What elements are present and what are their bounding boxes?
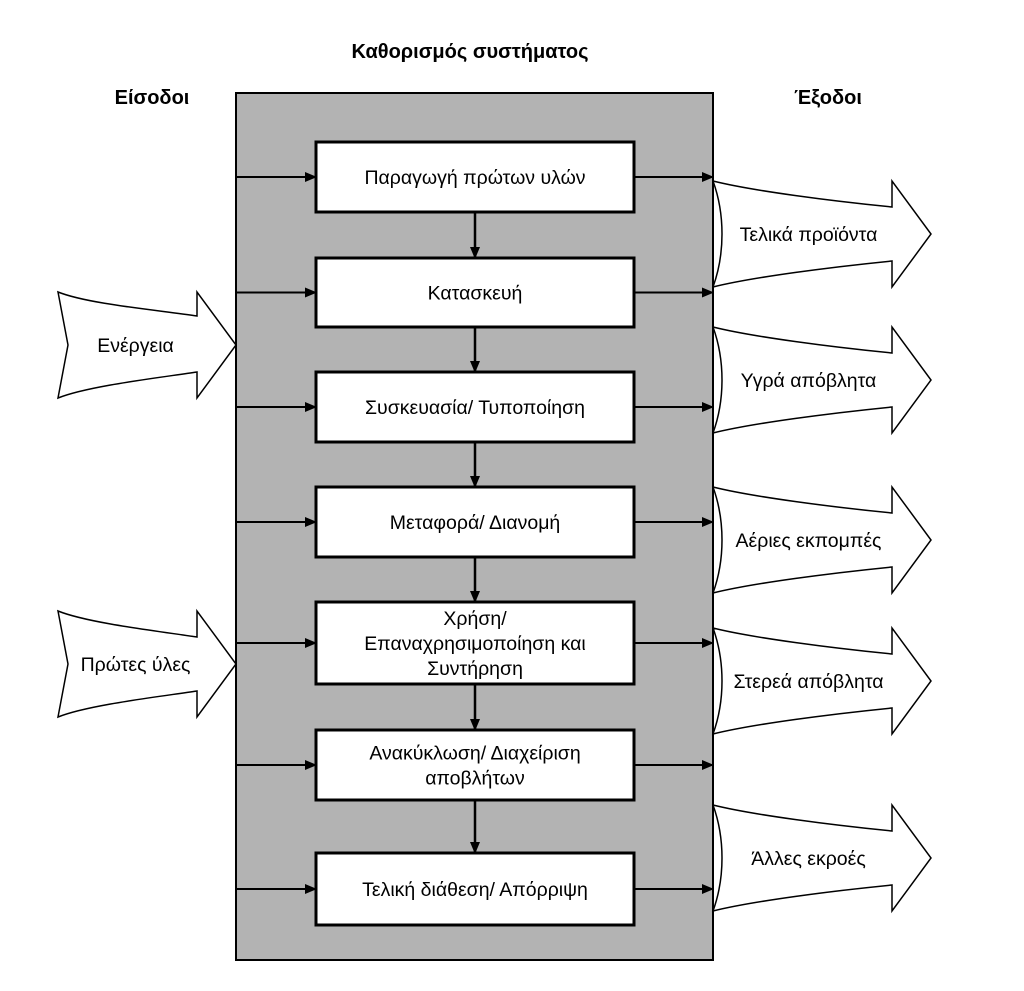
output-arrow-2: Υγρά απόβλητα [711, 324, 932, 436]
input-arrow-2: Πρώτες ύλες [57, 608, 237, 720]
output-arrow-shape [711, 802, 932, 914]
stage-box [314, 140, 636, 214]
input-arrow-shape [57, 289, 237, 401]
output-arrow-1: Τελικά προϊόντα [711, 178, 932, 290]
stage-label: Τελική διάθεση/ Απόρριψη [362, 879, 588, 901]
stage-label: Συσκευασία/ Τυποποίηση [365, 397, 585, 419]
stage-2: Κατασκευή [314, 256, 636, 329]
stage-box [314, 851, 636, 927]
output-arrow-label: Υγρά απόβλητα [741, 370, 877, 392]
input-arrow-shape [57, 608, 237, 720]
stage-4: Μεταφορά/ Διανομή [314, 485, 636, 559]
outputs-heading: Έξοδοι [794, 87, 862, 109]
stage-label: Συντήρηση [427, 658, 523, 680]
stage-label: Παραγωγή πρώτων υλών [364, 167, 585, 189]
output-arrow-label: Τελικά προϊόντα [740, 224, 878, 246]
stage-box [314, 370, 636, 444]
stage-box [314, 485, 636, 559]
stage-label: Μεταφορά/ Διανομή [390, 512, 561, 534]
input-arrow-label: Πρώτες ύλες [81, 654, 191, 676]
stage-box [314, 256, 636, 329]
inputs-heading: Είσοδοι [115, 87, 190, 109]
stage-box [314, 728, 636, 802]
stage-1: Παραγωγή πρώτων υλών [314, 140, 636, 214]
stage-label: Ανακύκλωση/ Διαχείριση [369, 743, 580, 765]
output-arrow-shape [711, 324, 932, 436]
output-arrow-3: Αέριες εκπομπές [711, 484, 932, 596]
stage-label: Χρήση/ [443, 608, 507, 630]
stage-box [314, 600, 636, 686]
output-arrow-shape [711, 178, 932, 290]
stage-6: Ανακύκλωση/ Διαχείριση αποβλήτων [314, 728, 636, 802]
output-arrow-label: Αέριες εκπομπές [736, 530, 882, 552]
output-arrow-label: Άλλες εκροές [751, 848, 866, 870]
output-arrow-shape [711, 484, 932, 596]
input-arrow-label: Ενέργεια [97, 335, 174, 357]
stage-label: Επαναχρησιμοποίηση και [364, 633, 585, 655]
output-arrow-label: Στερεά απόβλητα [733, 671, 883, 693]
output-arrow-5: Άλλες εκροές [711, 802, 932, 914]
stage-3: Συσκευασία/ Τυποποίηση [314, 370, 636, 444]
stage-7: Τελική διάθεση/ Απόρριψη [314, 851, 636, 927]
stages-group: Παραγωγή πρώτων υλώνΚατασκευήΣυσκευασία/… [314, 140, 636, 927]
flow-lines-group [236, 172, 714, 894]
output-arrow-4: Στερεά απόβλητα [711, 625, 932, 737]
stage-label: Κατασκευή [428, 283, 523, 305]
input-arrow-1: Ενέργεια [57, 289, 237, 401]
output-arrow-shape [711, 625, 932, 737]
diagram-title: Καθορισμός συστήματος [352, 41, 589, 63]
stage-label: αποβλήτων [425, 768, 525, 790]
